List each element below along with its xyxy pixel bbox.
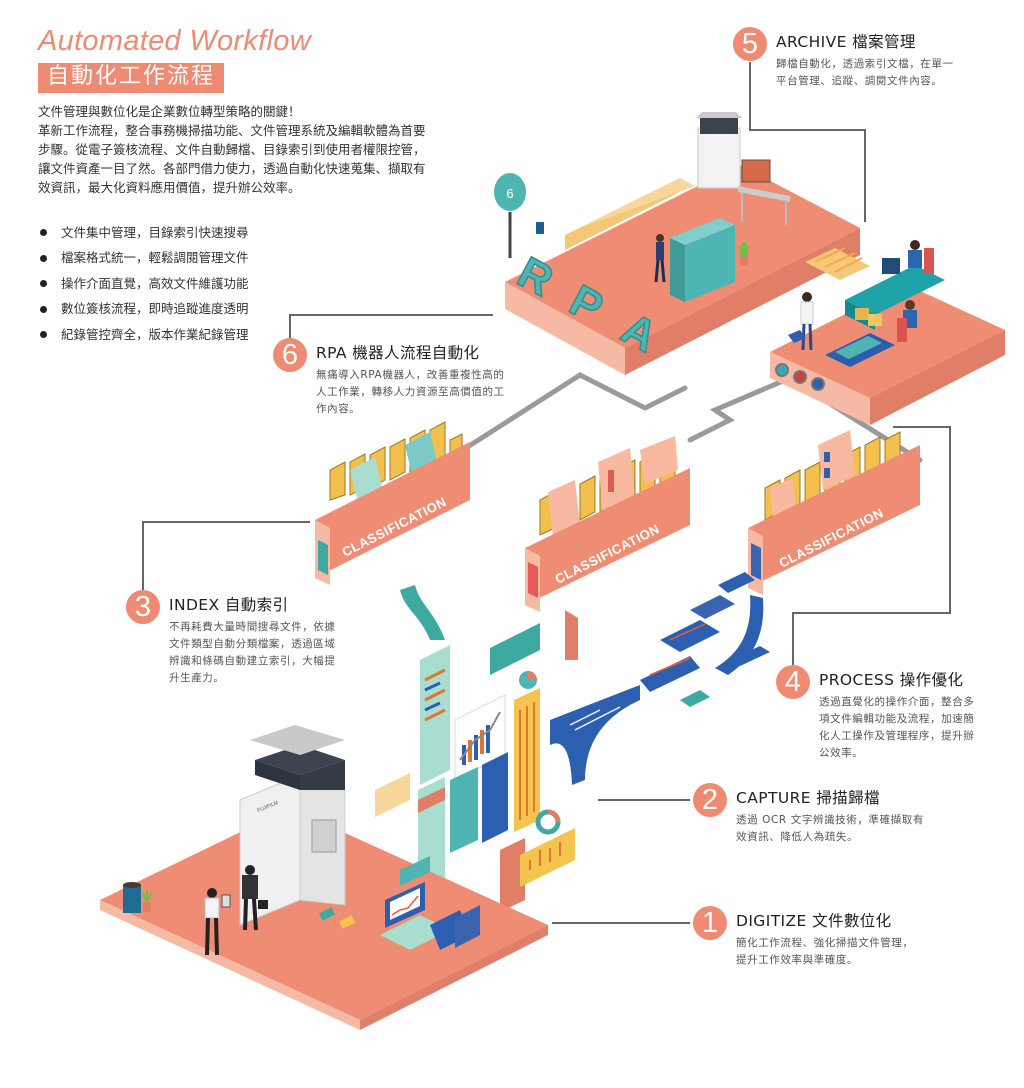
feature-text: 操作介面直覺，高效文件維護功能 [61,275,249,291]
desc-line: 提升工作效率與準確度。 [736,954,859,966]
step-description: 歸檔自動化，透過索引文檔，在單一 平台管理、追蹤、調閱文件內容。 [776,56,954,90]
desc-line: 項文件編輯功能及流程，加速簡 [819,713,975,725]
step-1-digitize: 1 DIGITIZE 文件數位化 簡化工作流程、強化掃描文件管理， 提升工作效率… [693,906,914,969]
feature-item: 數位簽核流程，即時追蹤進度透明 [38,297,249,323]
desc-line: 化人工操作及管理程序，提升辦 [819,730,975,742]
multifunction-printer: FUJIFILM [239,725,346,926]
intro-line: 步驟。從電子簽核流程、文件自動歸檔、目錄索引到使用者權限控管， [38,142,426,157]
bullet-icon [40,331,47,339]
step-4-process: 4 PROCESS 操作優化 透過直覺化的操作介面，整合多 項文件編輯功能及流程… [776,665,974,762]
step-number-badge: 6 [273,338,307,372]
step-5-archive: 5 ARCHIVE 檔案管理 歸檔自動化，透過索引文檔，在單一 平台管理、追蹤、… [733,27,954,90]
digitize-platform: FUJIFILM [100,725,548,1030]
desc-line: 透過直覺化的操作介面，整合多 [819,696,975,708]
connector-step5 [749,62,866,222]
bullet-icon [40,280,47,288]
feature-text: 數位簽核流程，即時追蹤進度透明 [61,301,249,317]
step-title: CAPTURE 掃描歸檔 [736,789,880,807]
desc-line: 升生產力。 [169,672,225,684]
step-description: 無痛導入RPA機器人，改善重複性高的 人工作業，轉移人力資源至高價值的工 作內容… [316,367,505,418]
desc-line: 平台管理、追蹤、調閱文件內容。 [776,75,943,87]
feature-text: 紀錄管控齊全，版本作業紀錄管理 [61,326,249,342]
step-number-badge: 4 [776,665,810,699]
process-sign [494,173,526,211]
step-title: PROCESS 操作優化 [819,671,964,689]
bullet-icon [40,254,47,262]
desc-line: 不再耗費大量時間搜尋文件，依據 [169,621,336,633]
feature-text: 檔案格式統一，輕鬆調閱管理文件 [61,250,249,266]
desc-line: 作內容。 [316,403,361,415]
step-title: INDEX 自動索引 [169,596,289,614]
step-number-badge: 5 [733,27,767,61]
title-chinese: 自動化工作流程 [38,63,225,93]
classification-box-right: CLASSIFICATION [715,430,920,675]
desc-line: 透過 OCR 文字辨識技術，準確擷取有 [736,814,924,826]
step-title: DIGITIZE 文件數位化 [736,912,892,930]
desc-line: 歸檔自動化，透過索引文檔，在單一 [776,58,954,70]
desc-line: 人工作業，轉移人力資源至高價值的工 [316,386,505,398]
step-number-badge: 2 [693,783,727,817]
step-number-badge: 1 [693,906,727,940]
step-number-badge: 3 [126,590,160,624]
classification-box-middle: CLASSIFICATION [525,436,690,660]
desc-line: 效資訊、降低人為疏失。 [736,831,859,843]
intro-line: 文件管理與數位化是企業數位轉型策略的關鍵！ [38,104,301,119]
feature-list: 文件集中管理，目錄索引快速搜尋 檔案格式統一，輕鬆調閱管理文件 操作介面直覺，高… [38,220,249,348]
step-description: 透過直覺化的操作介面，整合多 項文件編輯功能及流程，加速簡 化人工操作及管理程序… [819,694,974,762]
desc-line: 無痛導入RPA機器人，改善重複性高的 [316,369,505,381]
archive-platform: 6 R P A [494,112,1005,425]
intro-paragraph: 文件管理與數位化是企業數位轉型策略的關鍵！ 革新工作流程，整合事務機掃描功能、文… [38,102,478,197]
bullet-icon [40,305,47,313]
connector-step3 [142,521,310,594]
desc-line: 文件類型自動分類檔案，透過區域 [169,638,336,650]
callout-connectors [142,62,951,924]
step-description: 透過 OCR 文字辨識技術，準確擷取有 效資訊、降低人為疏失。 [736,812,924,846]
step-6-rpa: 6 RPA 機器人流程自動化 無痛導入RPA機器人，改善重複性高的 人工作業，轉… [273,338,505,418]
feature-text: 文件集中管理，目錄索引快速搜尋 [61,224,249,240]
title-english: Automated Workflow [38,25,311,57]
feature-item: 操作介面直覺，高效文件維護功能 [38,271,249,297]
intro-line: 效資訊，最大化資料應用價值，提升辦公效率。 [38,180,301,195]
desc-line: 簡化工作流程、強化掃描文件管理， [736,937,914,949]
connector-step6 [289,314,493,340]
step-title: RPA 機器人流程自動化 [316,344,480,362]
feature-item: 檔案格式統一，輕鬆調閱管理文件 [38,246,249,272]
step-title: ARCHIVE 檔案管理 [776,33,916,51]
intro-line: 讓文件資產一目了然。各部門借力使力，透過自動化快速蒐集、擷取有 [38,161,426,176]
step-3-index: 3 INDEX 自動索引 不再耗費大量時間搜尋文件，依據 文件類型自動分類檔案，… [126,590,336,687]
step-description: 簡化工作流程、強化掃描文件管理， 提升工作效率與準確度。 [736,935,914,969]
step-2-capture: 2 CAPTURE 掃描歸檔 透過 OCR 文字辨識技術，準確擷取有 效資訊、降… [693,783,924,846]
desc-line: 辨識和條碼自動建立索引，大幅提 [169,655,336,667]
desc-line: 公效率。 [819,747,864,759]
feature-item: 文件集中管理，目錄索引快速搜尋 [38,220,249,246]
intro-line: 革新工作流程，整合事務機掃描功能、文件管理系統及編輯軟體為首要 [38,123,426,138]
feature-item: 紀錄管控齊全，版本作業紀錄管理 [38,322,249,348]
connector-step4 [792,426,951,665]
step-description: 不再耗費大量時間搜尋文件，依據 文件類型自動分類檔案，透過區域 辨識和條碼自動建… [169,619,336,687]
process-sign-number: 6 [506,186,513,201]
bullet-icon [40,229,47,237]
classification-box-left: CLASSIFICATION [315,421,470,640]
